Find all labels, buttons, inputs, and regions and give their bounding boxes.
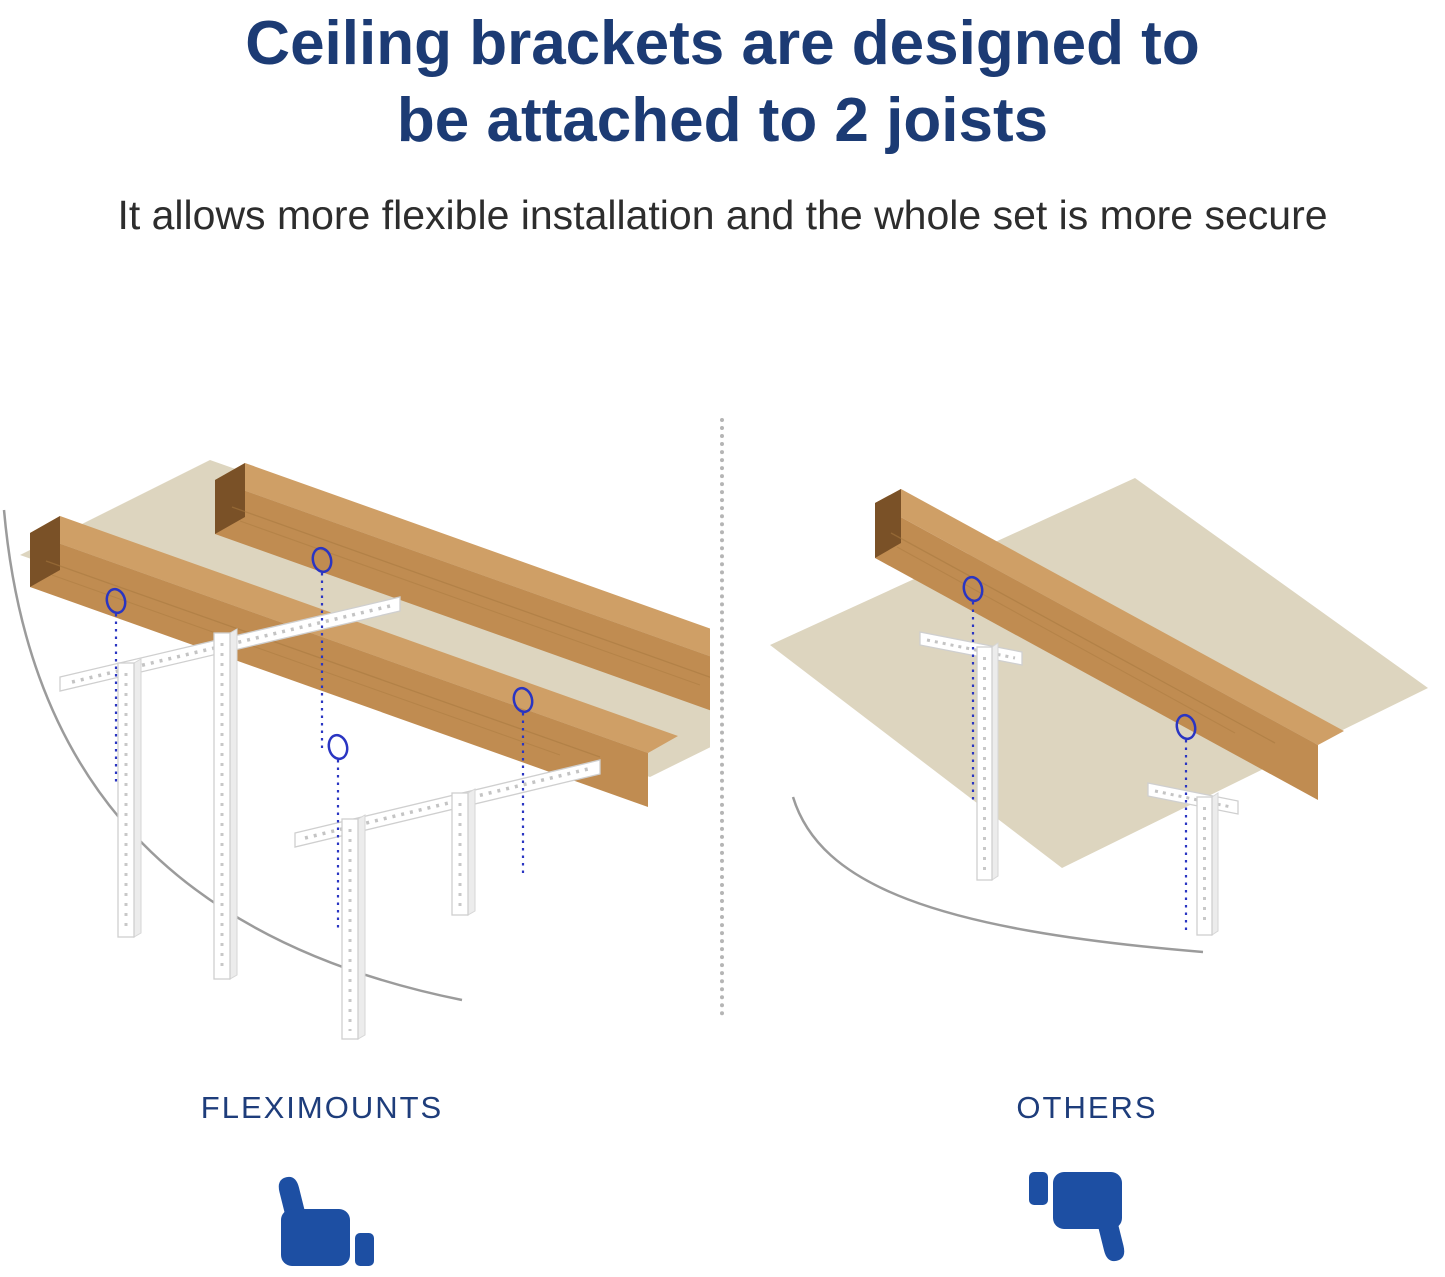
screw-marker	[1175, 713, 1197, 741]
joist-single	[875, 489, 1344, 800]
single-joist-bracket-2	[1147, 782, 1239, 936]
screw-markers	[105, 546, 534, 930]
bracket-upright	[213, 628, 238, 980]
screw-marker	[311, 546, 333, 574]
page-subtitle: It allows more flexible installation and…	[117, 192, 1328, 238]
joist-front	[30, 516, 678, 807]
thumbs-down-icon	[1029, 1172, 1125, 1262]
bracket-upright	[341, 814, 366, 1040]
title-line-1: Ceiling brackets are designed to	[245, 9, 1200, 78]
screw-markers	[962, 575, 1197, 935]
joist-back	[215, 463, 863, 754]
ceiling-drywall	[20, 460, 840, 777]
fleximounts-illustration	[2, 460, 863, 1040]
fleximounts-label: FLEXIMOUNTS	[200, 1090, 444, 1125]
thumbs-up-icon	[278, 1176, 374, 1266]
others-panel	[735, 415, 1445, 1065]
screw-marker	[962, 575, 984, 603]
others-illustration	[770, 478, 1428, 954]
screw-marker	[512, 686, 534, 714]
ceiling-bracket-assembly-1	[59, 596, 401, 980]
screw-marker	[327, 733, 349, 761]
bracket-upright	[451, 788, 476, 916]
wall-curve-line	[791, 796, 1204, 954]
fleximounts-panel	[0, 415, 863, 1065]
screw-marker	[105, 587, 127, 615]
others-label: OTHERS	[1016, 1090, 1158, 1125]
single-joist-bracket-1	[919, 631, 1023, 881]
page-title: Ceiling brackets are designed to be atta…	[0, 6, 1445, 160]
bracket-upright	[1196, 792, 1219, 936]
bracket-upright	[117, 658, 142, 938]
bracket-upright	[976, 642, 999, 881]
panel-divider	[720, 418, 724, 1016]
title-line-2: be attached to 2 joists	[396, 85, 1049, 155]
